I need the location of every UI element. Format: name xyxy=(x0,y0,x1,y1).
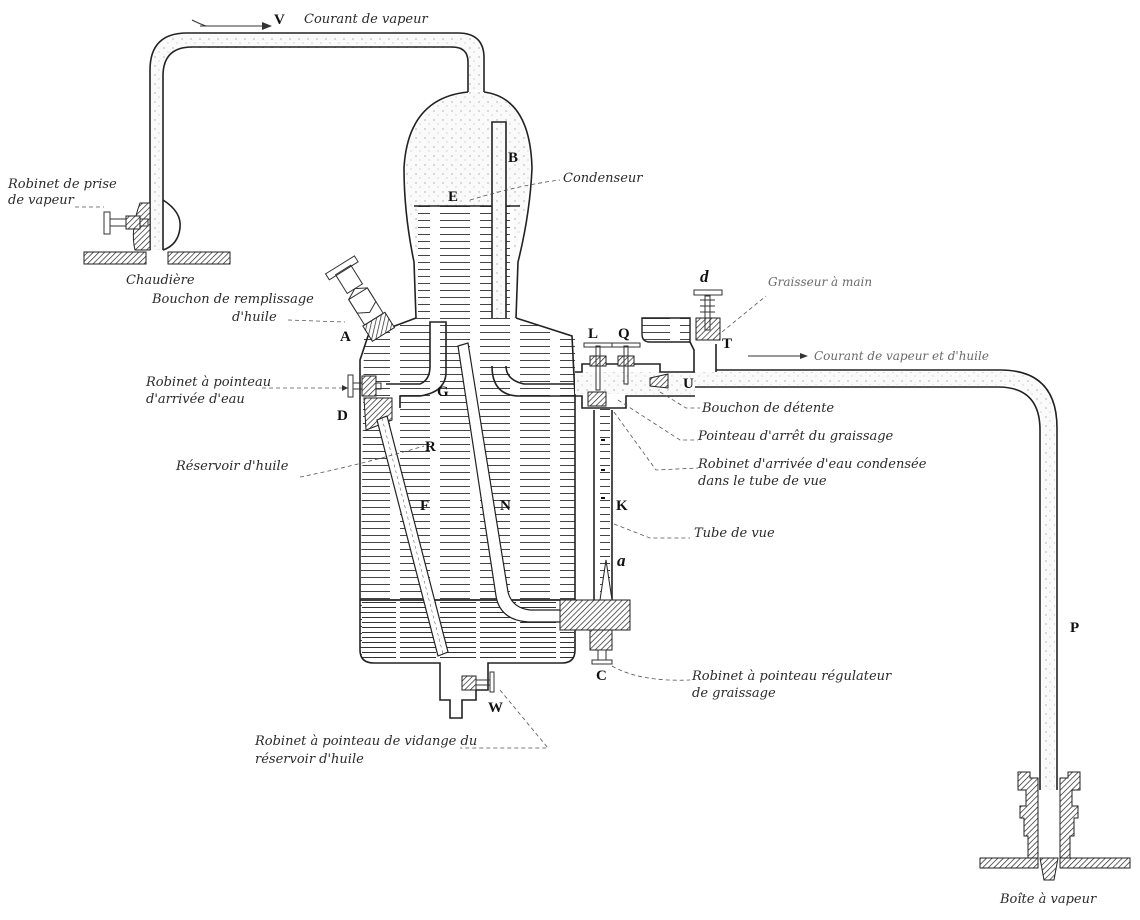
letter-a-small: a xyxy=(617,551,626,570)
steam-chest-fitting xyxy=(979,771,1131,881)
letter-p: P xyxy=(1070,620,1079,636)
label-boiler: Chaudière xyxy=(126,273,195,288)
letter-v: V xyxy=(274,12,285,28)
regulator-body xyxy=(559,599,631,665)
label-oil-reservoir: Réservoir d'huile xyxy=(175,459,289,474)
label-steam-flow: Courant de vapeur xyxy=(304,12,428,27)
letter-b: B xyxy=(508,150,518,166)
steam-supply-pipe xyxy=(149,32,485,250)
letter-w: W xyxy=(488,700,503,716)
label-water-needle-valve-2: d'arrivée d'eau xyxy=(146,392,245,407)
steam-oil-flow-arrow xyxy=(748,353,808,359)
label-drain-valve-1: Robinet à pointeau de vidange du xyxy=(254,734,477,749)
steam-take-valve xyxy=(103,199,181,251)
steam-flow-arrow xyxy=(191,19,272,30)
label-sight-tube: Tube de vue xyxy=(694,526,775,541)
boiler-wall xyxy=(83,251,231,265)
label-oil-fill-plug-2: d'huile xyxy=(232,310,277,325)
label-steam-chest: Boîte à vapeur xyxy=(999,892,1097,907)
valve-block xyxy=(575,342,695,409)
label-water-needle-valve-1: Robinet à pointeau xyxy=(145,375,271,390)
letter-d-small: d xyxy=(700,267,709,286)
letter-c: C xyxy=(596,668,607,684)
condenser-dome xyxy=(403,91,533,319)
drain-valve xyxy=(461,671,495,693)
letter-g: G xyxy=(437,384,449,400)
letter-n: N xyxy=(500,498,511,514)
letter-k: K xyxy=(616,498,628,514)
hand-oiler xyxy=(641,289,723,372)
label-oil-fill-plug-1: Bouchon de remplissage xyxy=(151,292,314,307)
letter-l: L xyxy=(588,326,598,342)
label-steam-take-valve-2: de vapeur xyxy=(8,193,75,208)
label-condensed-water-valve-2: dans le tube de vue xyxy=(698,474,827,489)
sight-tube xyxy=(593,408,613,601)
letter-f: F xyxy=(420,498,429,514)
letter-r: R xyxy=(425,439,436,455)
label-condensed-water-valve-1: Robinet d'arrivée d'eau condensée xyxy=(697,457,927,472)
oil-fill-plug xyxy=(324,255,396,343)
letter-a: A xyxy=(340,329,351,345)
condenser-tube-b xyxy=(491,121,507,366)
outlet-pipe xyxy=(695,369,1058,790)
label-hand-oiler: Graisseur à main xyxy=(768,275,872,289)
letter-q: Q xyxy=(618,326,630,342)
letter-t: T xyxy=(722,336,732,352)
letter-d: D xyxy=(337,408,348,424)
label-lubrication-regulator-1: Robinet à pointeau régulateur xyxy=(691,669,892,684)
label-expansion-plug: Bouchon de détente xyxy=(701,401,834,416)
label-condenser: Condenseur xyxy=(563,171,643,186)
letter-u: U xyxy=(683,376,694,392)
tube-f xyxy=(376,415,449,657)
label-drain-valve-2: réservoir d'huile xyxy=(255,752,364,767)
letter-e: E xyxy=(448,189,458,205)
label-lubrication-stop-needle: Pointeau d'arrêt du graissage xyxy=(697,429,894,444)
label-steam-take-valve-1: Robinet de prise xyxy=(7,177,117,192)
label-lubrication-regulator-2: de graissage xyxy=(692,686,776,701)
label-steam-oil-flow: Courant de vapeur et d'huile xyxy=(814,349,989,363)
oil-reservoir-tank xyxy=(359,317,576,719)
